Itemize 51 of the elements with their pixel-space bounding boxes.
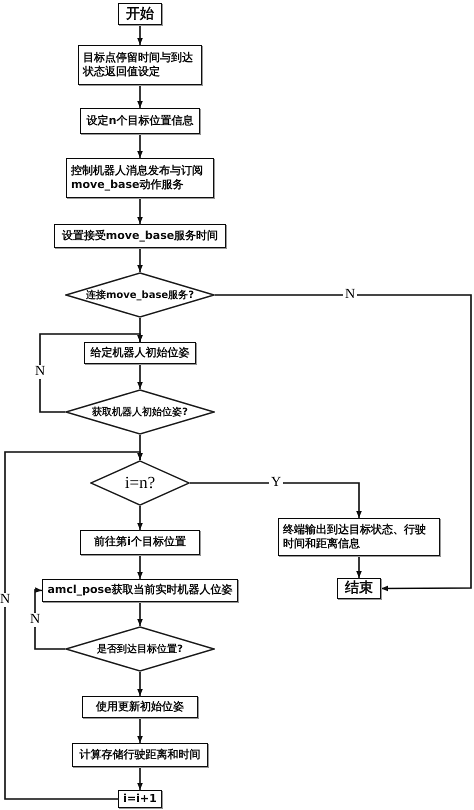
process-box: [84, 342, 196, 364]
process-box: [80, 108, 200, 134]
step-text: i=i+1: [122, 792, 158, 806]
arrow: [137, 85, 143, 108]
decision-text: 获取机器人初始位姿?: [92, 406, 188, 418]
arrow: [137, 134, 143, 158]
edge-label: N: [32, 365, 48, 379]
step-text: 控制机器人消息发布与订阅move_base动作服务: [70, 164, 204, 192]
step-text: 使用更新初始位姿: [94, 700, 185, 714]
arrow: [39, 333, 143, 413]
arrow: [137, 672, 143, 696]
arrow: [190, 482, 362, 518]
step-text: 设置接受move_base服务时间: [60, 228, 220, 244]
arrow: [4, 451, 143, 800]
arrow: [34, 587, 65, 650]
arrow: [356, 556, 362, 578]
step-text: amcl_pose获取当前实时机器人位姿: [46, 583, 234, 598]
process-box: [82, 696, 198, 718]
process-box: [118, 3, 162, 25]
process-box: [337, 578, 381, 599]
process-box: [54, 224, 226, 248]
step-text: 结束: [344, 579, 374, 598]
step-text: 终端输出到达目标状态、行驶时间和距离信息: [282, 522, 427, 552]
process-box: [72, 743, 208, 767]
process-box: [42, 579, 238, 602]
step-text: 前往第i个目标位置: [93, 535, 187, 550]
arrow: [137, 718, 143, 743]
step-text: 开始: [125, 4, 155, 24]
arrow: [137, 248, 143, 272]
process-box: [66, 158, 214, 198]
decision-text: 是否到达目标位置?: [97, 642, 183, 656]
arrow: [137, 25, 143, 45]
step-text: 计算存储行驶距离和时间: [78, 748, 202, 762]
arrow: [137, 767, 143, 790]
decision-text: 连接move_base服务?: [86, 288, 194, 302]
arrow: [215, 294, 472, 592]
arrow: [137, 364, 143, 389]
process-box: [78, 45, 202, 85]
edge-label: N: [28, 613, 42, 627]
process-box: [118, 790, 162, 808]
arrow: [137, 602, 143, 626]
arrow: [137, 198, 143, 224]
step-text: 给定机器人初始位姿: [89, 346, 190, 360]
arrow: [137, 555, 143, 579]
decision-text: i=n?: [124, 472, 156, 494]
process-box: [278, 518, 440, 556]
process-box: [80, 530, 200, 555]
step-text: 目标点停留时间与到达状态返回值设定: [82, 50, 194, 80]
arrow: [137, 506, 143, 530]
edge-label: N: [0, 593, 12, 607]
step-text: 设定n个目标位置信息: [85, 114, 194, 128]
